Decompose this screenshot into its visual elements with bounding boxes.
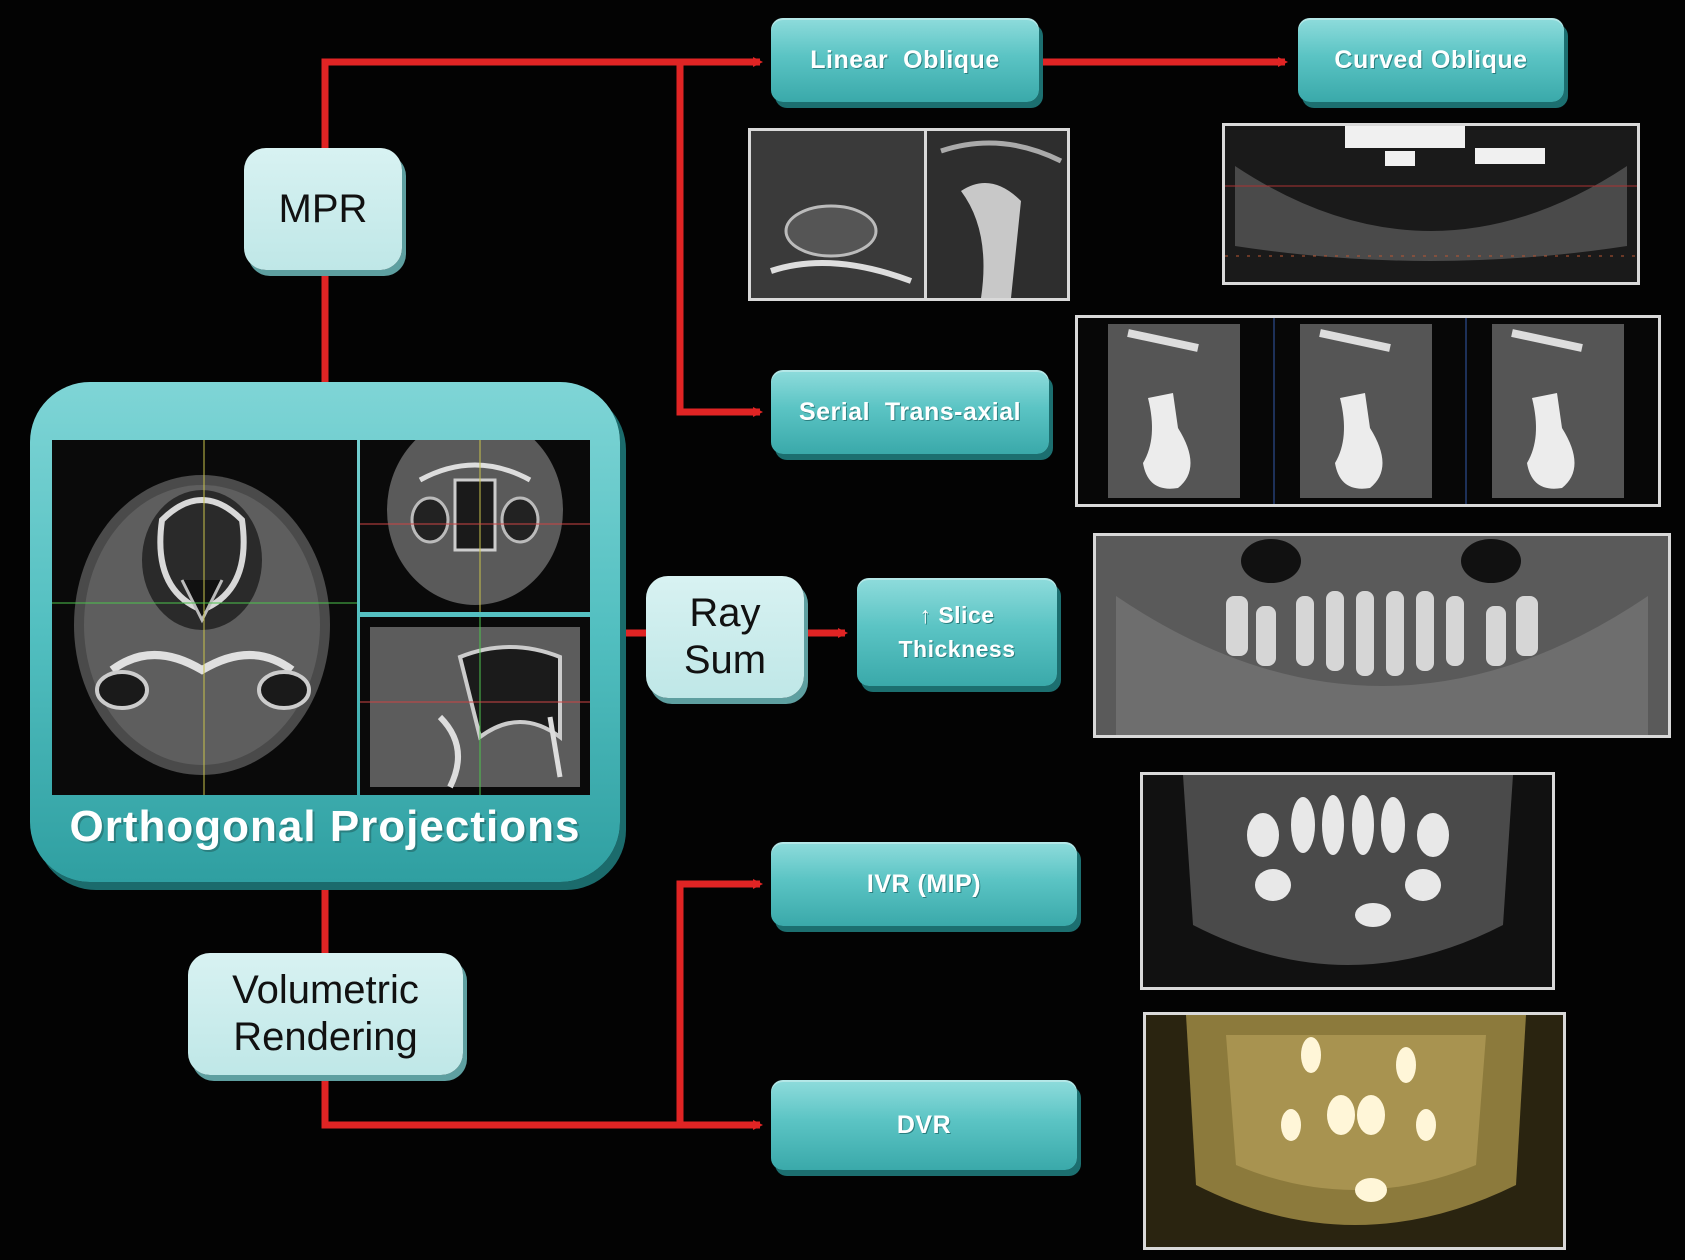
- dvr-3d-rendering-image: [1143, 1012, 1566, 1250]
- mip-rendering-image: [1140, 772, 1555, 990]
- linear-oblique-label: Linear Oblique: [810, 46, 999, 75]
- volumetric-rendering-box: Volumetric Rendering: [188, 953, 463, 1075]
- slice-thickness-label-line1: ↑ Slice: [919, 598, 994, 632]
- serial-trans-axial-box: Serial Trans-axial: [771, 370, 1049, 454]
- linear-oblique-tmj-picture: [751, 131, 1067, 298]
- to-ivr-line: [680, 884, 760, 1125]
- volumetric-label-line1: Volumetric: [232, 967, 419, 1014]
- ivr-mip-box: IVR (MIP): [771, 842, 1077, 926]
- dvr-3d-rendering-picture: [1146, 1015, 1563, 1247]
- slice-thickness-label-line2: Thickness: [899, 632, 1016, 666]
- serial-trans-axial-picture: [1078, 318, 1658, 504]
- mpr-label: MPR: [279, 186, 368, 233]
- volumetric-to-dvr-line: [325, 1072, 760, 1125]
- coronal-ct-view: [360, 440, 590, 612]
- curved-oblique-label: Curved Oblique: [1334, 46, 1527, 75]
- ray-sum-panoramic-image: [1093, 533, 1671, 738]
- ivr-mip-label: IVR (MIP): [867, 870, 981, 899]
- linear-oblique-box: Linear Oblique: [771, 18, 1039, 102]
- curved-oblique-panoramic-image: [1222, 123, 1640, 285]
- serial-trans-axial-tooth-sections: [1075, 315, 1661, 507]
- ray-sum-panoramic-picture: [1096, 536, 1668, 735]
- mip-rendering-picture: [1143, 775, 1552, 987]
- axial-ct-view: [52, 440, 357, 795]
- axial-ct-image: [52, 440, 357, 795]
- sagittal-ct-view: [360, 617, 590, 795]
- orthogonal-projections-label: Orthogonal Projections: [30, 802, 620, 852]
- volumetric-label-line2: Rendering: [233, 1014, 418, 1061]
- dvr-label: DVR: [897, 1111, 951, 1140]
- curved-oblique-panoramic-picture: [1225, 126, 1637, 282]
- serial-trans-axial-label: Serial Trans-axial: [799, 398, 1021, 427]
- curved-oblique-box: Curved Oblique: [1298, 18, 1564, 102]
- slice-thickness-box: ↑ Slice Thickness: [857, 578, 1057, 686]
- linear-oblique-tmj-images: [748, 128, 1070, 301]
- orthogonal-projections-box: Orthogonal Projections: [30, 382, 620, 882]
- dvr-box: DVR: [771, 1080, 1077, 1170]
- mpr-box: MPR: [244, 148, 402, 270]
- ray-sum-label-line1: Ray: [689, 590, 760, 637]
- sagittal-ct-image: [360, 617, 590, 795]
- ray-sum-box: Ray Sum: [646, 576, 804, 698]
- coronal-ct-image: [360, 440, 590, 612]
- ray-sum-label-line2: Sum: [684, 637, 766, 684]
